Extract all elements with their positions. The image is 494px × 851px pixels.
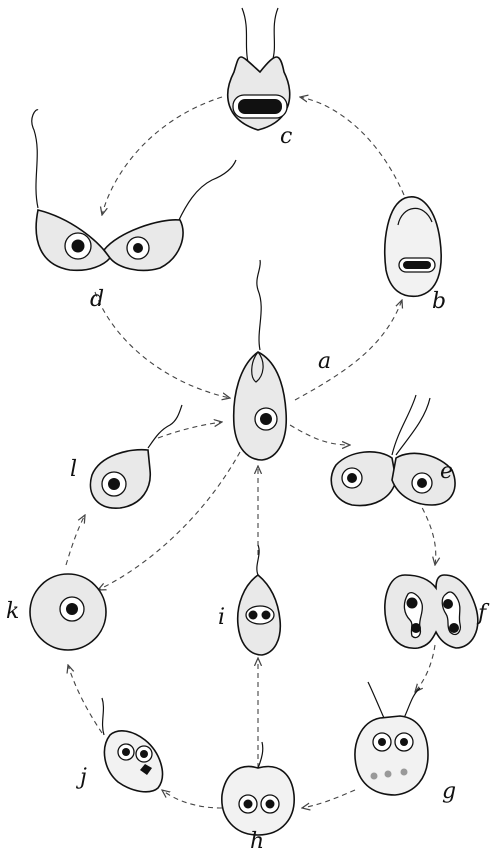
arrow-k-to-l: [66, 515, 85, 565]
arrow-c-to-d: [102, 97, 222, 215]
label-h: h: [250, 829, 264, 851]
cell-stage-i: [238, 545, 281, 655]
cell-stage-b: [385, 197, 441, 296]
arrow-h-to-j: [162, 790, 222, 808]
cell-stage-d: [32, 110, 236, 271]
arrow-a-to-b: [295, 300, 402, 400]
arrow-d-to-a: [95, 292, 230, 398]
arrow-b-to-c: [300, 97, 404, 195]
cell-stage-a: [234, 260, 287, 460]
arrow-e-to-f: [418, 500, 436, 565]
label-f: f: [476, 601, 490, 626]
cell-stage-k: [30, 574, 106, 650]
label-b: b: [432, 289, 446, 314]
label-a: a: [318, 349, 331, 374]
cell-stage-c: [228, 8, 290, 130]
cell-stage-g: [355, 682, 428, 795]
label-l: l: [70, 457, 77, 482]
arrow-j-to-k: [68, 665, 102, 733]
arrow-f-to-g: [415, 645, 435, 692]
arrow-l-to-a: [158, 422, 222, 438]
arrow-g-to-h: [302, 790, 355, 808]
label-d: d: [90, 287, 104, 312]
arrow-a-to-e: [290, 425, 350, 445]
cell-stage-j: [102, 698, 162, 792]
label-i: i: [218, 605, 225, 630]
label-k: k: [6, 599, 19, 624]
label-e: e: [440, 459, 453, 484]
cell-stage-f: [385, 575, 478, 648]
label-c: c: [280, 124, 292, 149]
cell-stage-e: [331, 395, 455, 506]
label-g: g: [442, 779, 456, 804]
cell-stage-l: [90, 405, 182, 508]
label-j: j: [75, 765, 87, 790]
